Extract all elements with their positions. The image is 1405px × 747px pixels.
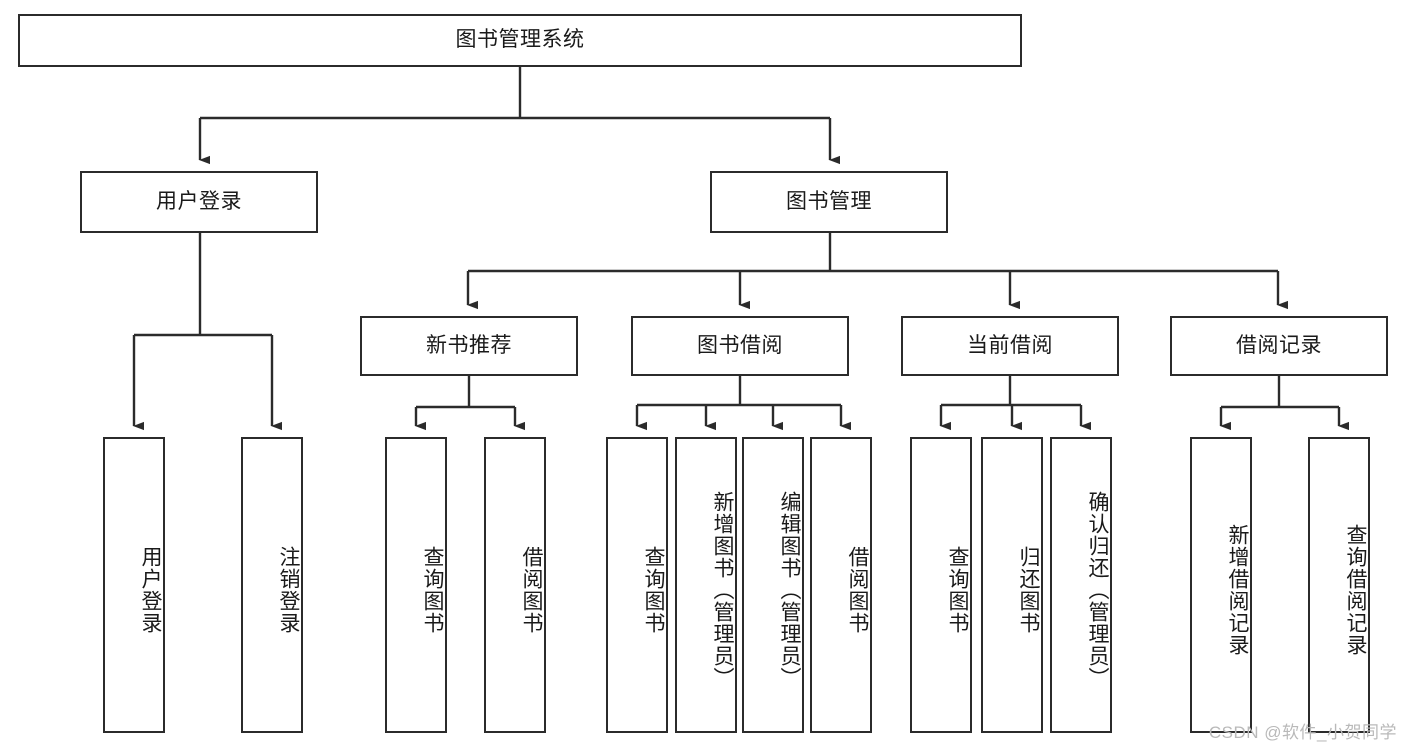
node-label: 查询借阅记录 [1344,524,1367,656]
node-leaf-add-borrow-record[interactable]: 新增借阅记录 [1190,437,1252,733]
node-leaf-query-book-cur[interactable]: 查询图书 [910,437,972,733]
node-root[interactable]: 图书管理系统 [18,14,1022,67]
node-label: 借阅记录 [1236,333,1322,357]
node-current-borrow[interactable]: 当前借阅 [901,316,1119,376]
node-user-login[interactable]: 用户登录 [80,171,318,233]
node-leaf-user-logout[interactable]: 注销登录 [241,437,303,733]
node-leaf-confirm-return-admin[interactable]: 确认归还（管理员） [1050,437,1112,733]
node-label: 新增借阅记录 [1226,524,1249,656]
node-book-borrow[interactable]: 图书借阅 [631,316,849,376]
node-leaf-borrow-book-rec[interactable]: 借阅图书 [484,437,546,733]
node-leaf-borrow-book[interactable]: 借阅图书 [810,437,872,733]
node-label: 查询图书 [946,546,969,634]
node-leaf-return-book[interactable]: 归还图书 [981,437,1043,733]
node-label: 编辑图书（管理员） [778,491,801,689]
node-leaf-query-borrow-record[interactable]: 查询借阅记录 [1308,437,1370,733]
node-label: 注销登录 [277,546,300,634]
node-label: 图书管理 [786,189,872,213]
node-label: 借阅图书 [520,546,543,634]
node-leaf-edit-book-admin[interactable]: 编辑图书（管理员） [742,437,804,733]
node-leaf-query-book-borrow[interactable]: 查询图书 [606,437,668,733]
node-label: 查询图书 [421,546,444,634]
node-label: 新增图书（管理员） [711,491,734,689]
watermark-label: CSDN @软件_小贺同学 [1208,723,1397,742]
node-borrow-record[interactable]: 借阅记录 [1170,316,1388,376]
node-leaf-query-book-rec[interactable]: 查询图书 [385,437,447,733]
node-label: 确认归还（管理员） [1086,491,1109,689]
node-new-book-recommend[interactable]: 新书推荐 [360,316,578,376]
node-label: 归还图书 [1017,546,1040,634]
node-label: 用户登录 [156,189,242,213]
node-label: 用户登录 [139,546,162,634]
node-label: 图书管理系统 [455,28,585,52]
node-label: 图书借阅 [697,333,783,357]
node-book-manage[interactable]: 图书管理 [710,171,948,233]
node-leaf-add-book-admin[interactable]: 新增图书（管理员） [675,437,737,733]
node-label: 查询图书 [642,546,665,634]
node-leaf-user-login[interactable]: 用户登录 [103,437,165,733]
node-label: 借阅图书 [846,546,869,634]
node-label: 当前借阅 [967,333,1053,357]
node-label: 新书推荐 [426,333,512,357]
